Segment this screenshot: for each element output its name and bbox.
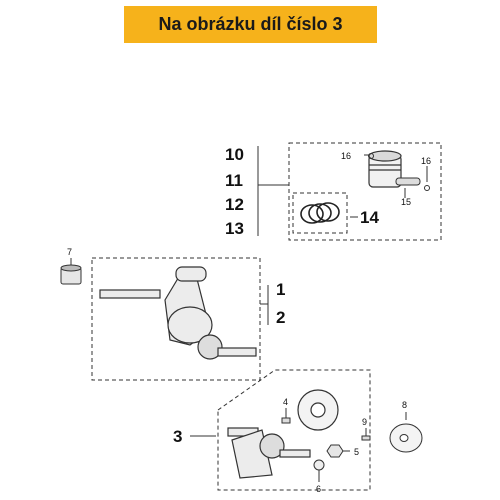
- crankshaft-drawing: [99, 266, 257, 360]
- part3-box: [217, 369, 371, 491]
- label-3: 3: [173, 427, 182, 446]
- label-11: 11: [225, 171, 243, 190]
- label-4: 4: [283, 397, 288, 407]
- label-1: 1: [276, 280, 285, 299]
- piston-rings-drawing: [300, 202, 340, 224]
- piston-pin-drawing: [395, 177, 421, 186]
- label-5: 5: [354, 447, 359, 457]
- sprocket-drawing: [297, 389, 339, 431]
- key-drawing: [281, 417, 291, 424]
- label-8: 8: [402, 400, 407, 410]
- label-2: 2: [276, 308, 285, 327]
- piston-drawing: [368, 150, 402, 188]
- pin-drawing: [361, 435, 371, 441]
- piston-ring-box: [292, 192, 348, 234]
- label-7: 7: [67, 247, 72, 257]
- banner-title: Na obrázku díl číslo 3: [158, 14, 343, 34]
- label-12: 12: [225, 195, 244, 214]
- disc-drawing: [389, 423, 423, 453]
- label-15: 15: [401, 197, 411, 207]
- label-6: 6: [316, 484, 321, 494]
- header-banner: Na obrázku díl číslo 3: [124, 6, 377, 43]
- label-16a: 16: [341, 151, 351, 161]
- circlip-icon: [424, 185, 430, 191]
- label-14: 14: [360, 208, 379, 227]
- label-10: 10: [225, 145, 244, 164]
- nut-drawing: [326, 444, 344, 458]
- washer-drawing: [313, 459, 325, 471]
- bearing-drawing: [60, 264, 82, 285]
- label-13: 13: [225, 219, 244, 238]
- piston-group-box: [288, 142, 442, 241]
- label-9: 9: [362, 417, 367, 427]
- label-16b: 16: [421, 156, 431, 166]
- part3-drawing: [227, 427, 311, 479]
- circlip-icon: [368, 153, 374, 159]
- crankshaft-assembly-box: [91, 257, 261, 381]
